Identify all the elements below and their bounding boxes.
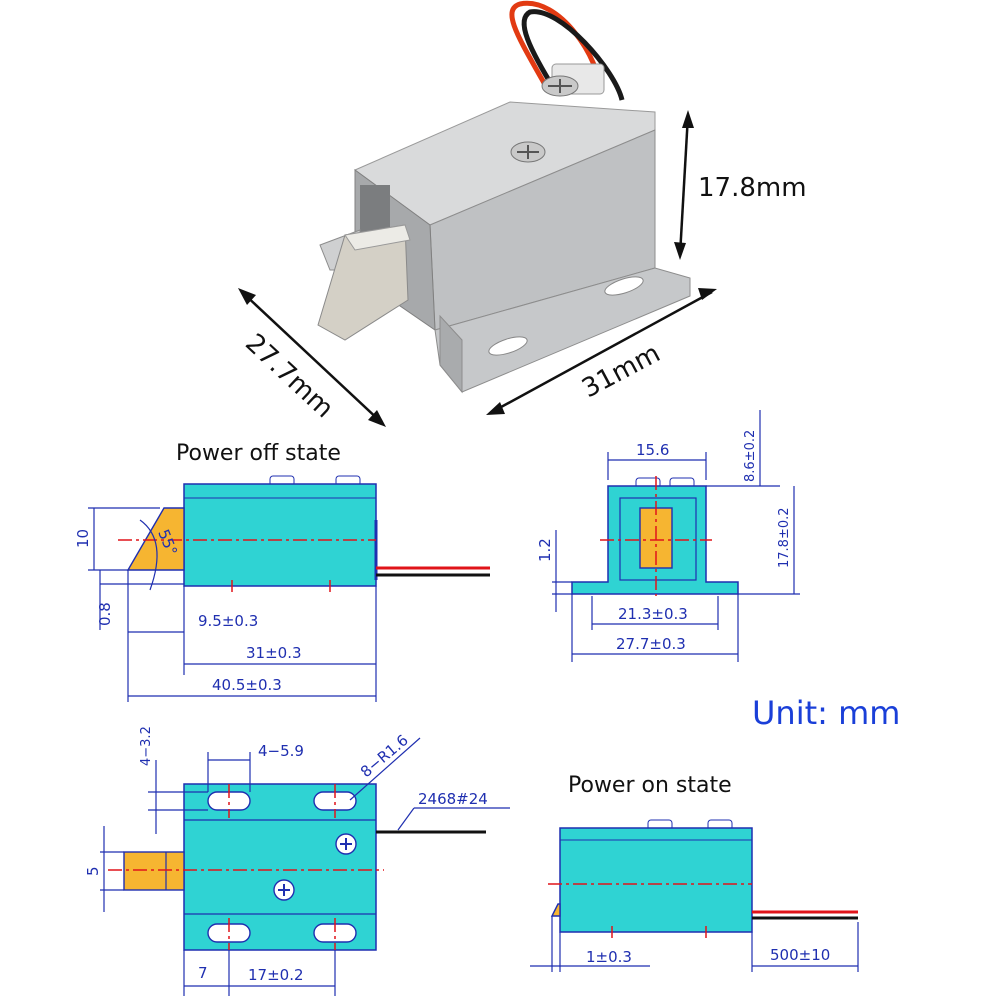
dim-4-3-2-label: 4−3.2	[139, 726, 154, 766]
end-view: 15.6 8.6±0.2 17.8±0.2 1.2 21.3±0.3 27.7±	[536, 410, 800, 662]
dim-0-8-label: 0.8	[96, 602, 114, 626]
dim-31-label: 31±0.3	[246, 644, 302, 662]
dim-15-6-label: 15.6	[636, 441, 669, 459]
latch-bevel	[126, 507, 185, 571]
length-label: 31mm	[577, 338, 665, 404]
dim-21-3-label: 21.3±0.3	[618, 605, 688, 623]
power-on-view: Power on state 1±0.3 500±10	[530, 773, 859, 972]
body-top	[183, 783, 377, 951]
dim-7-label: 7	[198, 964, 208, 982]
dim-9-5-label: 9.5±0.3	[198, 612, 258, 630]
dim-8-r1-6-label: 8−R1.6	[357, 731, 412, 781]
dim-5-label: 5	[84, 866, 102, 876]
height-label: 17.8mm	[698, 173, 807, 203]
dim-27-7-label: 27.7±0.3	[616, 635, 686, 653]
dim-500-label: 500±10	[770, 946, 830, 964]
unit-label: Unit: mm	[752, 694, 900, 732]
power-off-view: Power off state 55° 10 0.8	[74, 441, 490, 702]
dim-8-6-label: 8.6±0.2	[743, 430, 758, 482]
dim-4-5-9-label: 4−5.9	[258, 742, 304, 760]
product-photo: 17.8mm 27.7mm 31mm	[238, 0, 807, 427]
wire-spec-label: 2468#24	[418, 790, 488, 808]
body-side	[183, 483, 377, 587]
power-off-title: Power off state	[176, 441, 341, 466]
latch-top	[123, 851, 185, 891]
dim-10-label: 10	[74, 529, 92, 548]
height-dimension: 17.8mm	[674, 110, 807, 260]
depth-label: 27.7mm	[239, 328, 339, 424]
dim-1-2-label: 1.2	[536, 538, 554, 562]
power-on-title: Power on state	[568, 773, 732, 798]
dim-17-label: 17±0.2	[248, 966, 304, 984]
top-view: 4−3.2 4−5.9 8−R1.6 2468#24 5 7 17±0.2	[84, 726, 510, 996]
body-side-powered	[559, 827, 753, 933]
dim-40-5-label: 40.5±0.3	[212, 676, 282, 694]
dim-1-label: 1±0.3	[586, 948, 632, 966]
latch-retracted	[550, 903, 561, 917]
dim-17-8-label: 17.8±0.2	[777, 507, 792, 568]
